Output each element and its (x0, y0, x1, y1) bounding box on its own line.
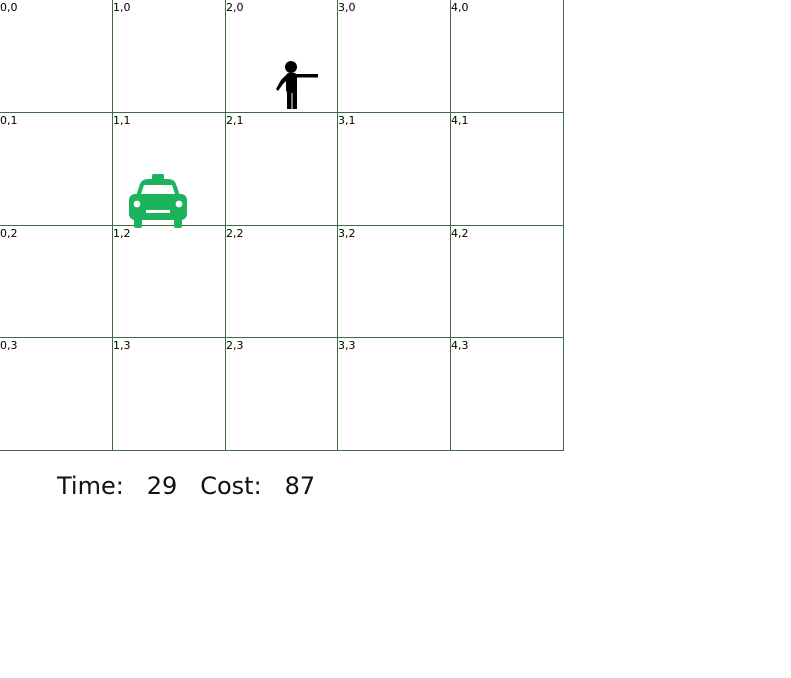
cell-label: 0,2 (0, 227, 18, 240)
grid-line (0, 450, 564, 451)
cell-label: 1,3 (113, 339, 131, 352)
cell-label: 4,3 (451, 339, 469, 352)
cell-label: 3,1 (338, 114, 356, 127)
cell-label: 3,3 (338, 339, 356, 352)
time-label: Time: (57, 472, 124, 500)
cell-label: 3,0 (338, 1, 356, 14)
cell-label: 2,2 (226, 227, 244, 240)
cost-value: 87 (284, 472, 316, 500)
time-value: 29 (146, 472, 178, 500)
hailing-person-icon (276, 61, 318, 109)
grid-line (0, 225, 564, 226)
cell-label: 4,2 (451, 227, 469, 240)
status-bar: Time: 29 Cost: 87 (57, 472, 315, 500)
cell-label: 2,1 (226, 114, 244, 127)
cell-label: 4,0 (451, 1, 469, 14)
cost-label: Cost: (200, 472, 262, 500)
grid-line (0, 112, 564, 113)
cell-label: 0,1 (0, 114, 18, 127)
cell-label: 1,1 (113, 114, 131, 127)
cell-label: 1,2 (113, 227, 131, 240)
taxi-icon (129, 174, 187, 228)
cell-label: 3,2 (338, 227, 356, 240)
game-grid: 0,0 1,0 2,0 3,0 4,0 0,1 1,1 2,1 3,1 4,1 … (0, 0, 565, 452)
cell-label: 2,3 (226, 339, 244, 352)
cell-label: 1,0 (113, 1, 131, 14)
grid-line (0, 337, 564, 338)
cell-label: 4,1 (451, 114, 469, 127)
cell-label: 2,0 (226, 1, 244, 14)
cell-label: 0,0 (0, 1, 18, 14)
cell-label: 0,3 (0, 339, 18, 352)
